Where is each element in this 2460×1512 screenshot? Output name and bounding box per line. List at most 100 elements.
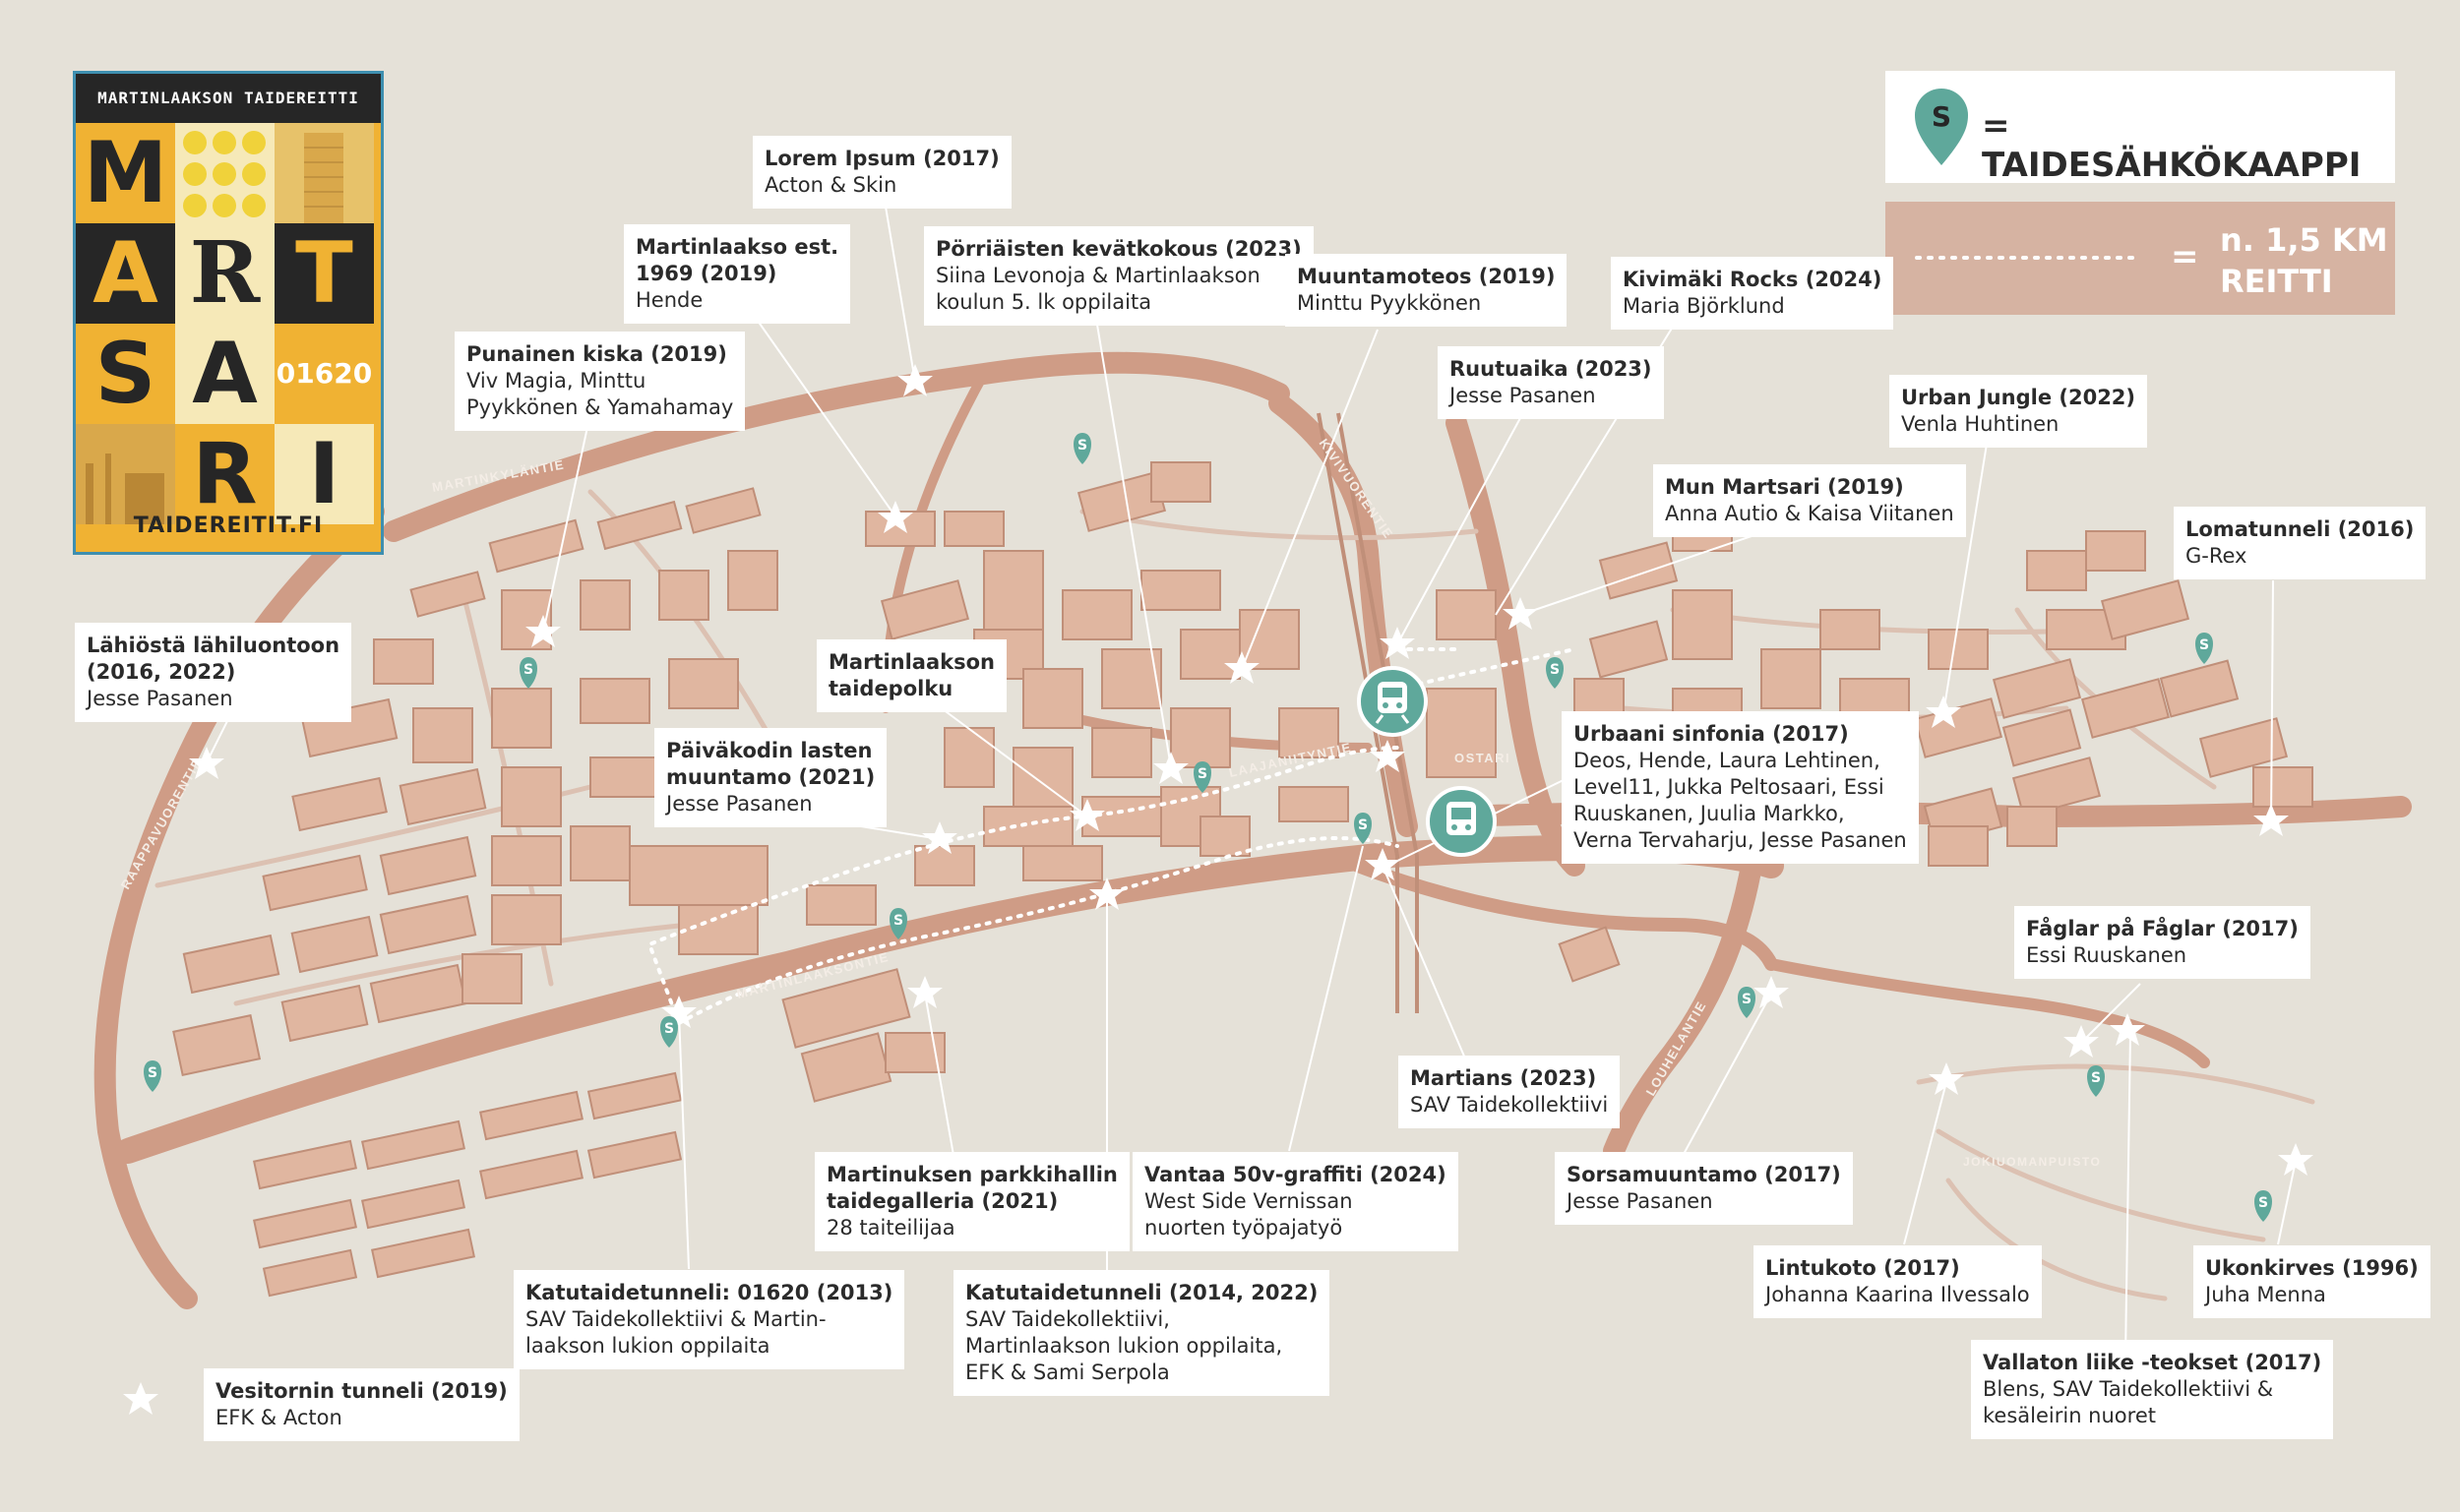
bus-station-icon[interactable] [1426,786,1497,857]
pin-icon[interactable]: S [890,908,907,939]
tower-photo [275,123,374,223]
legend-electric-cabinet: S = TAIDESÄHKÖKAAPPI [1885,71,2395,185]
artwork-label[interactable]: Vallaton liike -teokset (2017)Blens, SAV… [1971,1340,2334,1439]
artwork-title: Vantaa 50v-graffiti (2024) [1144,1163,1446,1186]
poster-footer[interactable]: TAIDEREITIT.FI [133,514,324,538]
star-marker[interactable] [907,976,943,1008]
pin-icon[interactable]: S [2087,1065,2105,1097]
poster-letter: I [275,424,374,524]
train-station-icon[interactable] [1357,666,1428,737]
road-louhelantie [1603,855,1762,1162]
artwork-label[interactable]: Katutaidetunneli (2014, 2022)SAV Taideko… [953,1270,1330,1396]
road-label-louhelantie: LOUHELANTIE [1643,998,1709,1099]
artwork-title: Urban Jungle (2022) [1901,386,2136,409]
artwork-title: Martinlaakson taidepolku [829,650,995,700]
artwork-label[interactable]: Martinuksen parkkihallin taidegalleria (… [815,1152,1130,1251]
artwork-label[interactable]: Kivimäki Rocks (2024)Maria Björklund [1611,257,1894,330]
poster-letter: S [76,324,175,424]
star-marker[interactable] [1380,627,1415,659]
artwork-label[interactable]: Mun Martsari (2019)Anna Autio & Kaisa Vi… [1653,464,1966,537]
industrial-photo [76,424,175,524]
artwork-title: Ruutuaika (2023) [1449,357,1652,381]
star-marker[interactable] [1089,877,1125,910]
buildings [172,461,2313,1298]
pin-icon[interactable]: S [1354,813,1372,844]
artwork-title: Katutaidetunneli (2014, 2022) [965,1281,1319,1304]
artwork-title: Martians (2023) [1410,1066,1597,1090]
artwork-label[interactable]: Lorem Ipsum (2017)Acton & Skin [753,136,1012,209]
artwork-label[interactable]: Urbaani sinfonia (2017) Deos, Hende, Laur… [1562,711,1919,864]
poster-letter: M [76,123,175,223]
artwork-label[interactable]: Vantaa 50v-graffiti (2024)West Side Vern… [1133,1152,1458,1251]
artwork-artist: Essi Ruuskanen [2026,943,2187,967]
artwork-label[interactable]: Martinlaakson taidepolku [817,639,1007,712]
artwork-artist: Viv Magia, Minttu Pyykkönen & Yamahamay [466,369,734,419]
star-marker[interactable] [878,501,913,533]
artwork-label[interactable]: Päiväkodin lasten muuntamo (2021)Jesse P… [654,728,888,827]
star-marker[interactable] [1926,696,1961,728]
star-marker[interactable] [1153,752,1189,784]
artwork-label[interactable]: Sorsamuuntamo (2017)Jesse Pasanen [1555,1152,1853,1225]
pin-icon[interactable]: S [1738,987,1755,1018]
poster-postcode: 01620 [275,324,374,424]
artwork-label[interactable]: Lähiöstä lähiluontoon (2016, 2022)Jesse … [75,623,352,722]
artwork-label[interactable]: Urban Jungle (2022)Venla Huhtinen [1889,375,2148,448]
artwork-label[interactable]: Ukonkirves (1996)Juha Menna [2193,1245,2430,1318]
star-marker[interactable] [2278,1143,2313,1176]
star-marker[interactable] [1503,597,1538,630]
road-martinkylantie [383,351,1290,542]
artwork-label[interactable]: Vesitornin tunneli (2019)EFK & Acton [204,1368,520,1441]
artwork-artist: Johanna Kaarina Ilvessalo [1765,1283,2030,1306]
pin-icon[interactable]: S [2254,1190,2272,1222]
star-marker[interactable] [1370,740,1405,772]
artwork-markers [123,364,2313,1415]
artwork-label[interactable]: Pörriäisten kevätkokous (2023) Siina Levo… [924,226,1314,326]
pin-icon[interactable]: S [144,1060,161,1092]
svg-text:S: S [2091,1070,2101,1086]
star-marker[interactable] [1365,848,1400,880]
artwork-label[interactable]: Martinlaakso est. 1969 (2019)Hende [624,224,851,324]
legend-route-line-1: n. 1,5 KM [2220,221,2388,259]
pin-icon[interactable]: S [1074,433,1091,464]
artwork-title: Vallaton liike -teokset (2017) [1983,1351,2322,1374]
star-marker[interactable] [1070,799,1105,831]
artwork-title: Lähiöstä lähiluontoon (2016, 2022) [87,634,340,684]
star-marker[interactable] [1753,976,1789,1008]
pin-icon[interactable]: S [2195,633,2213,664]
artwork-label[interactable]: Lomatunneli (2016)G-Rex [2174,507,2427,579]
artwork-artist: Minttu Pyykkönen [1297,291,1482,315]
pin-icon[interactable]: S [1546,657,1564,689]
artwork-label[interactable]: Ruutuaika (2023)Jesse Pasanen [1438,346,1664,419]
star-marker[interactable] [2063,1025,2099,1058]
artwork-label[interactable]: Katutaidetunneli: 01620 (2013)SAV Taidek… [514,1270,905,1369]
star-marker[interactable] [2110,1013,2145,1046]
artwork-label[interactable]: Fåglar på Fåglar (2017) Essi Ruuskanen [2014,906,2310,979]
electric-cabinet-pins: S S S S S S S S S S S S [144,433,2272,1222]
artwork-label[interactable]: Martians (2023)SAV Taidekollektiivi [1398,1056,1621,1128]
pin-icon[interactable]: S [520,657,537,689]
star-marker[interactable] [525,615,561,647]
star-marker[interactable] [1929,1062,1964,1095]
legend-pin-label: = TAIDESÄHKÖKAAPPI [1982,106,2362,185]
artwork-title: Urbaani sinfonia (2017) [1573,722,1849,746]
pin-icon[interactable]: S [660,1016,678,1048]
star-marker[interactable] [123,1382,158,1415]
artwork-title: Fåglar på Fåglar (2017) [2026,917,2299,940]
road-raappavuorentie [93,501,385,1309]
star-marker[interactable] [2253,804,2289,836]
star-marker[interactable] [897,364,933,396]
svg-text:S: S [1358,817,1368,833]
artwork-label[interactable]: Muuntamoteos (2019)Minttu Pyykkönen [1285,254,1568,327]
artwork-artist: Deos, Hende, Laura Lehtinen, Level11, Ju… [1573,749,1907,852]
artwork-label[interactable]: Lintukoto (2017)Johanna Kaarina Ilvessal… [1753,1245,2042,1318]
artwork-artist: Siina Levonoja & Martinlaakson koulun 5.… [936,264,1261,314]
star-marker[interactable] [189,747,224,779]
pin-icon[interactable]: S [1194,761,1211,793]
artwork-title: Punainen kiska (2019) [466,342,727,366]
star-marker[interactable] [922,821,957,854]
star-marker[interactable] [1224,651,1260,684]
artwork-label[interactable]: Punainen kiska (2019) Viv Magia, Minttu P… [455,332,746,431]
artwork-artist: SAV Taidekollektiivi & Martin- laakson l… [525,1307,827,1358]
artwork-title: Pörriäisten kevätkokous (2023) [936,237,1302,261]
